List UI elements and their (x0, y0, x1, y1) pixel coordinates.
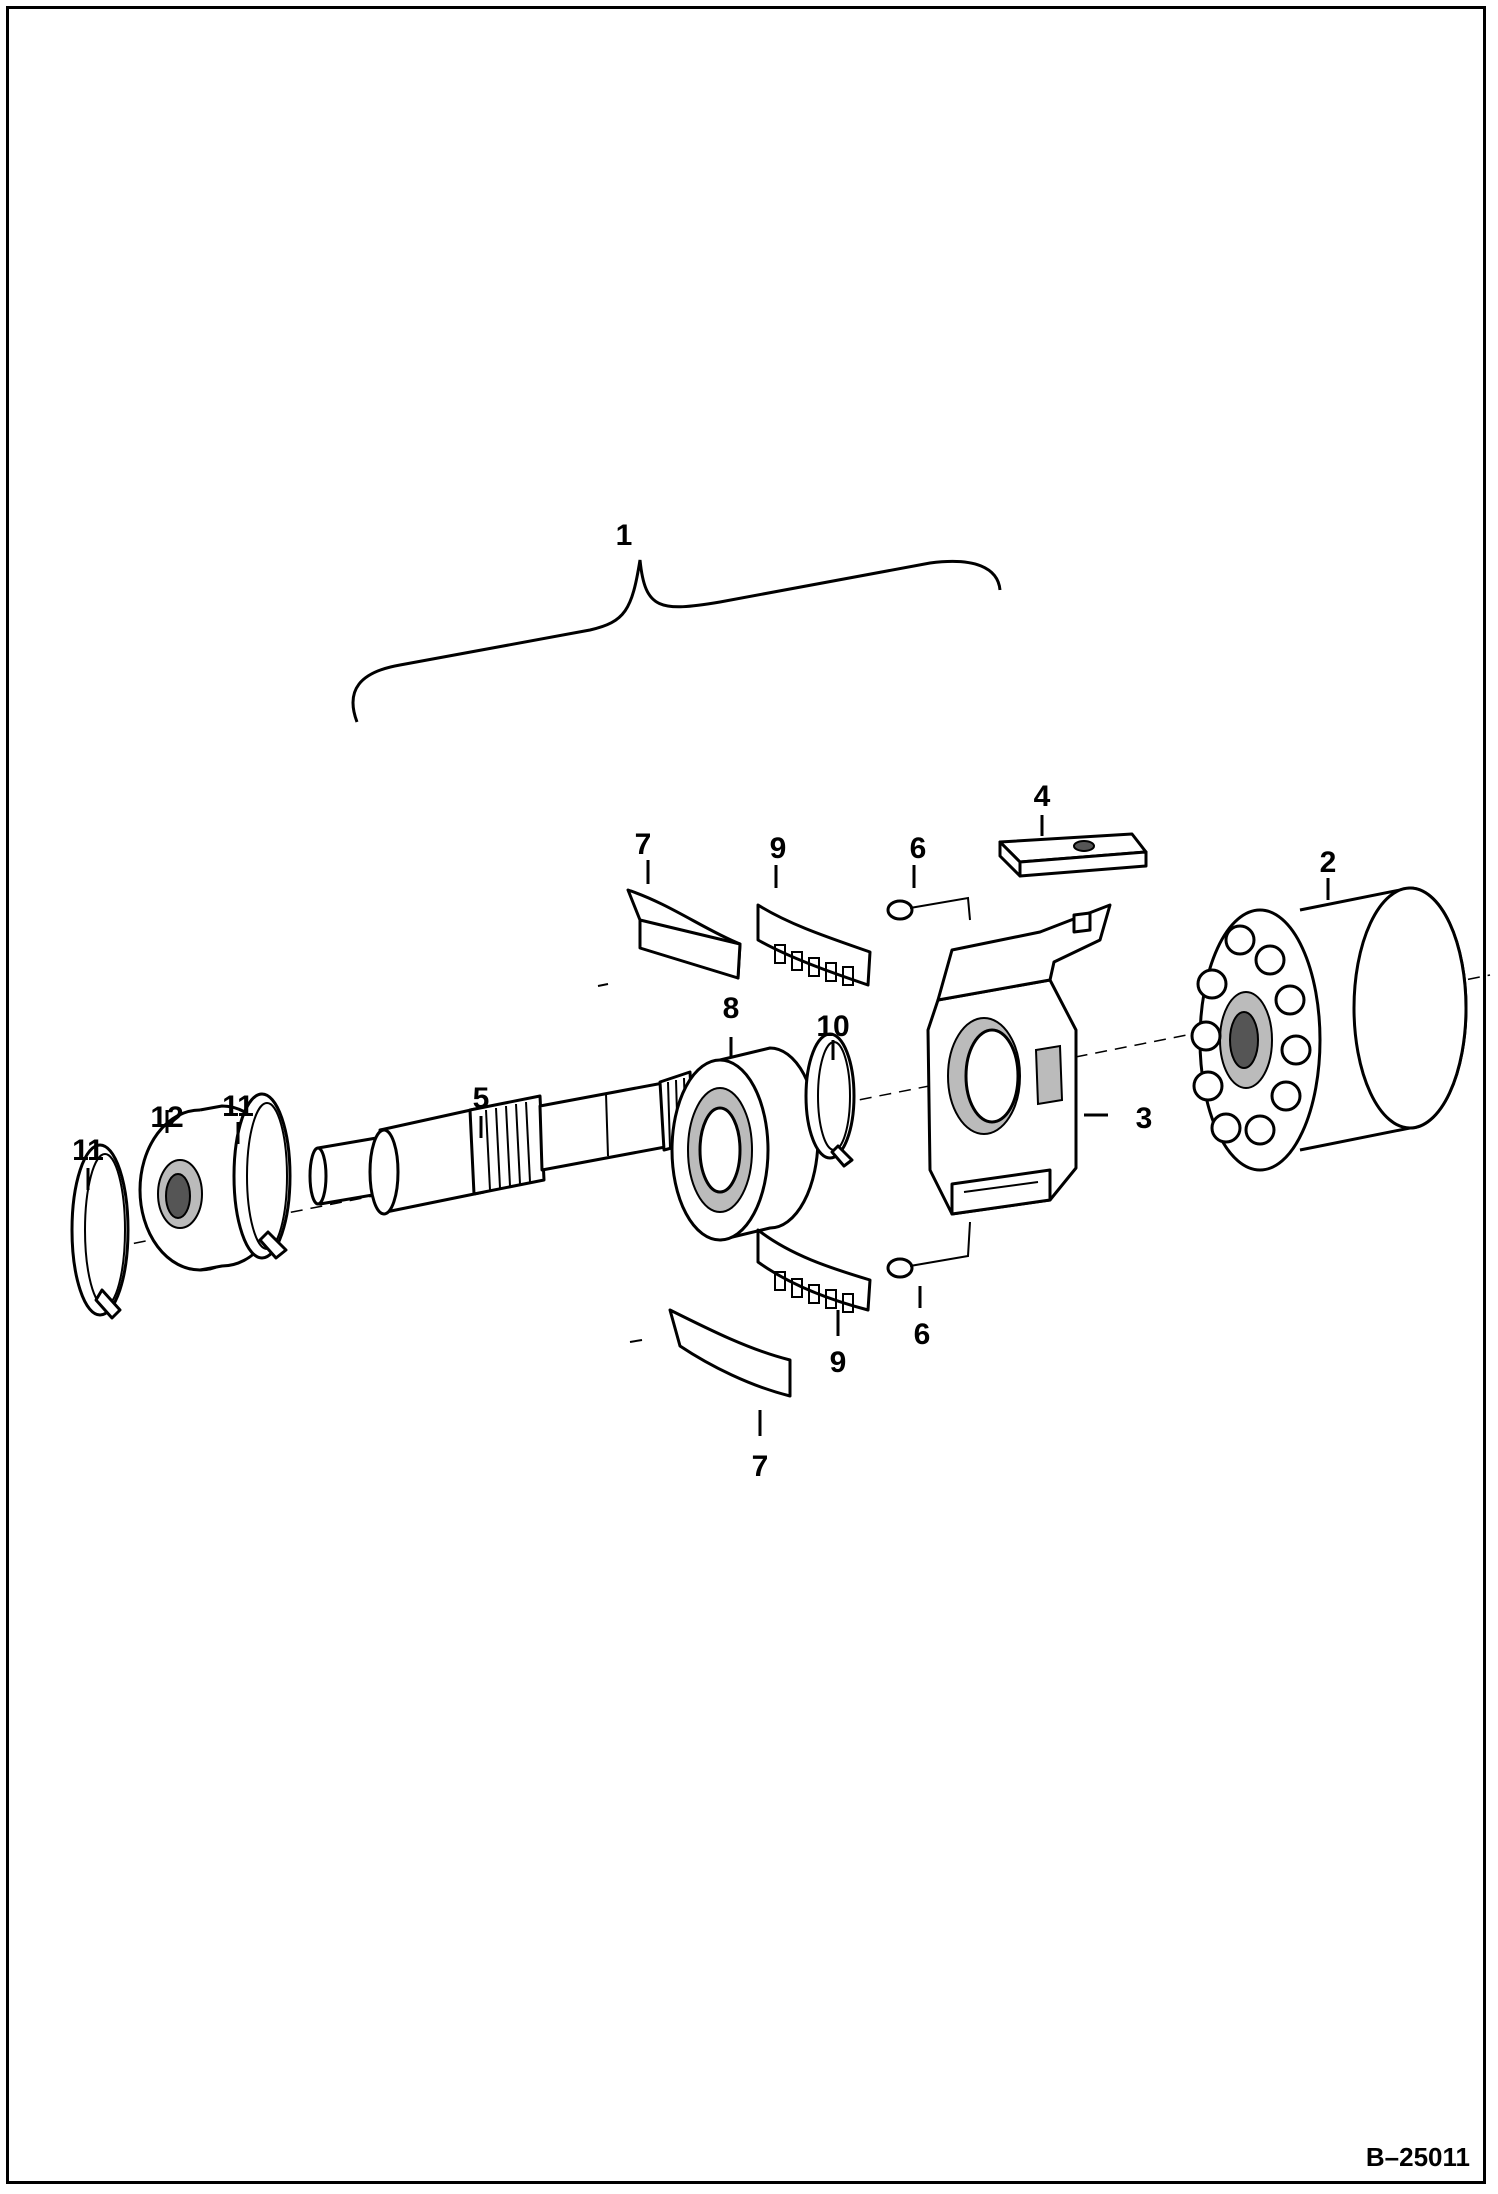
shaft-bearing (670, 1046, 820, 1242)
shaft-seal (138, 1104, 284, 1272)
bearing-segment-lower (756, 1228, 872, 1313)
callout-4: 4 (1034, 780, 1051, 813)
drive-shaft (308, 1070, 696, 1216)
callout-10: 10 (816, 1010, 849, 1043)
page-frame (6, 6, 1486, 2184)
snap-ring-right (232, 1092, 292, 1260)
spring-lower (886, 1221, 971, 1279)
snap-ring-left (70, 1143, 130, 1320)
saddle-upper (597, 888, 742, 987)
callout-6-lower: 6 (914, 1318, 931, 1351)
callout-5: 5 (473, 1082, 490, 1115)
figure-reference: B–25011 (1366, 2142, 1470, 2172)
callout-12: 12 (150, 1101, 183, 1134)
retaining-ring (804, 1032, 856, 1168)
swashplate (926, 903, 1112, 1216)
bearing-segment-upper (756, 903, 872, 987)
callout-6-upper: 6 (910, 832, 927, 865)
swashplate-block (998, 832, 1148, 934)
callout-2: 2 (1320, 846, 1337, 879)
callout-9-lower: 9 (830, 1346, 847, 1379)
saddle-lower (629, 1308, 792, 1398)
assembly-brace (351, 559, 1002, 723)
callout-11-left: 11 (72, 1134, 104, 1167)
spring-upper (886, 896, 971, 921)
callout-7-upper: 7 (635, 828, 652, 861)
callout-11-right: 11 (222, 1090, 254, 1123)
callout-7-lower: 7 (752, 1450, 769, 1483)
callout-9-upper: 9 (770, 832, 787, 865)
callout-3: 3 (1136, 1102, 1153, 1135)
leader-lines (86, 815, 1330, 1436)
rotating-group (1190, 886, 1468, 1172)
callout-8: 8 (723, 992, 740, 1025)
callout-1: 1 (616, 519, 633, 552)
